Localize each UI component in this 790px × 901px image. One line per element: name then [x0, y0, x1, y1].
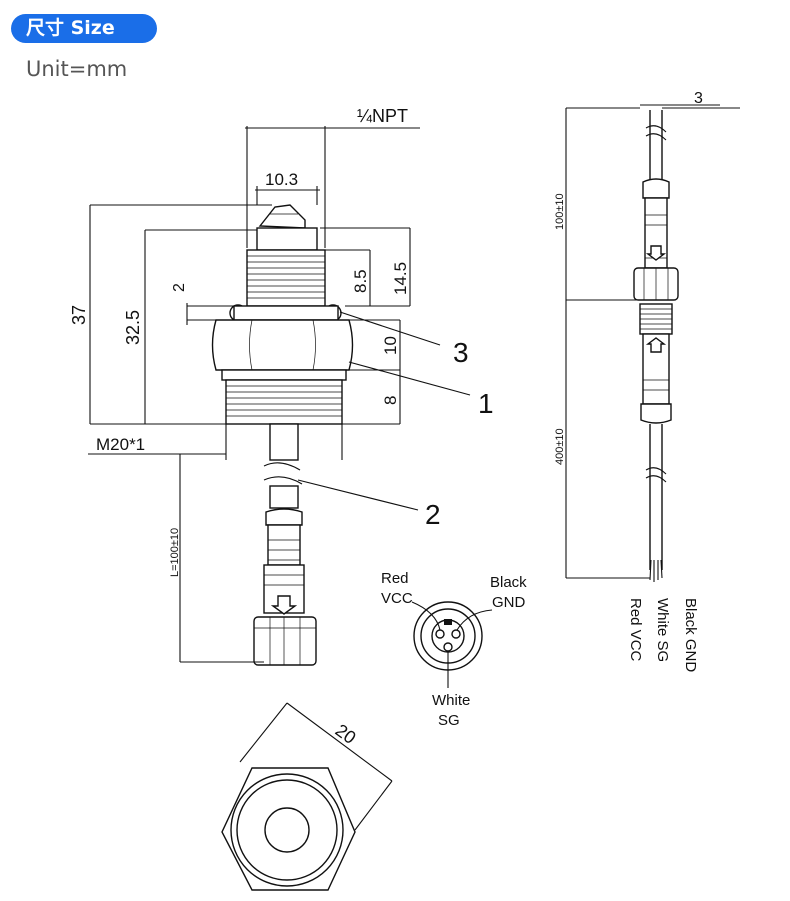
- hex-bottom-view: [221, 702, 393, 891]
- pin-black-signal: GND: [492, 594, 526, 611]
- pin-white-signal: SG: [438, 712, 460, 729]
- dim-37: 37: [69, 305, 89, 325]
- wire-white: White SG: [654, 598, 671, 662]
- callout-1: 1: [478, 388, 494, 419]
- pin-red-color: Red: [381, 570, 409, 587]
- connector-face: [411, 601, 493, 688]
- dim-32-5: 32.5: [123, 310, 143, 345]
- dim-10: 10: [381, 336, 400, 355]
- sensor-front-view: [211, 204, 354, 666]
- dim-10-3: 10.3: [265, 170, 298, 189]
- dim-400: 400±10: [554, 428, 566, 465]
- dim-npt: ¼NPT: [357, 106, 408, 126]
- size-badge: 尺寸 Size: [11, 14, 157, 43]
- callout-3: 3: [453, 337, 469, 368]
- pin-white-color: White: [432, 692, 470, 709]
- dim-m20: M20*1: [96, 435, 145, 454]
- dim-3: 3: [694, 90, 703, 107]
- wire-red: Red VCC: [627, 598, 644, 662]
- dim-20: 20: [332, 720, 360, 748]
- wire-black: Black GND: [682, 598, 699, 672]
- dim-cable-len: L=100±10: [169, 528, 181, 577]
- dim-100: 100±10: [554, 193, 566, 230]
- dim-8-5: 8.5: [351, 269, 370, 293]
- main-dimensions: [88, 126, 471, 663]
- dim-8: 8: [381, 396, 400, 405]
- dim-14-5: 14.5: [391, 262, 410, 295]
- pin-red-signal: VCC: [381, 590, 413, 607]
- pin-black-color: Black: [490, 574, 527, 591]
- callout-2: 2: [425, 499, 441, 530]
- dim-2: 2: [171, 283, 188, 292]
- unit-label: Unit=mm: [26, 57, 128, 81]
- cable-side-view: [565, 104, 740, 582]
